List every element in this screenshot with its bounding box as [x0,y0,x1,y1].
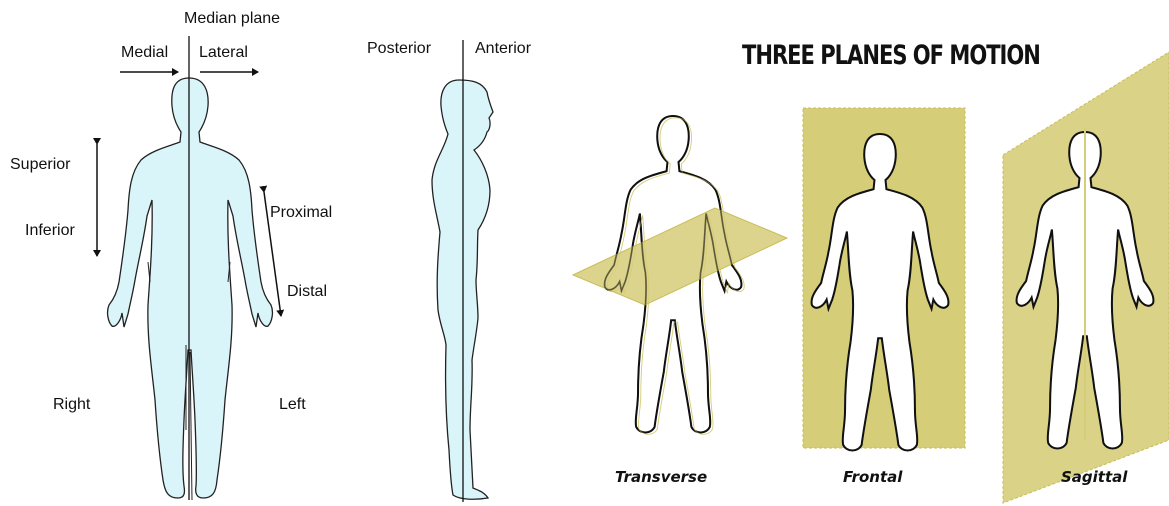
left-label: Left [279,396,306,414]
anatomical-terms-diagram: Median plane Medial Lateral Superior Inf… [0,0,575,506]
frontal-caption: Frontal [843,468,902,486]
distal-label: Distal [287,283,327,301]
right-label: Right [53,396,90,414]
sagittal-caption: Sagittal [1061,468,1127,486]
medial-label: Medial [121,44,168,62]
posterior-label: Posterior [367,40,431,58]
anatomical-figures [0,0,575,506]
proximal-label: Proximal [270,204,332,222]
transverse-caption: Transverse [615,468,707,486]
front-body-figure [108,78,273,498]
planes-of-motion-diagram: THREE PLANES OF MOTION Transverse Fronta… [575,0,1169,506]
superior-label: Superior [10,156,70,174]
planes-figures [575,0,1169,506]
lateral-label: Lateral [199,44,248,62]
anterior-label: Anterior [475,40,531,58]
inferior-label: Inferior [25,222,75,240]
median-plane-label: Median plane [184,10,280,28]
